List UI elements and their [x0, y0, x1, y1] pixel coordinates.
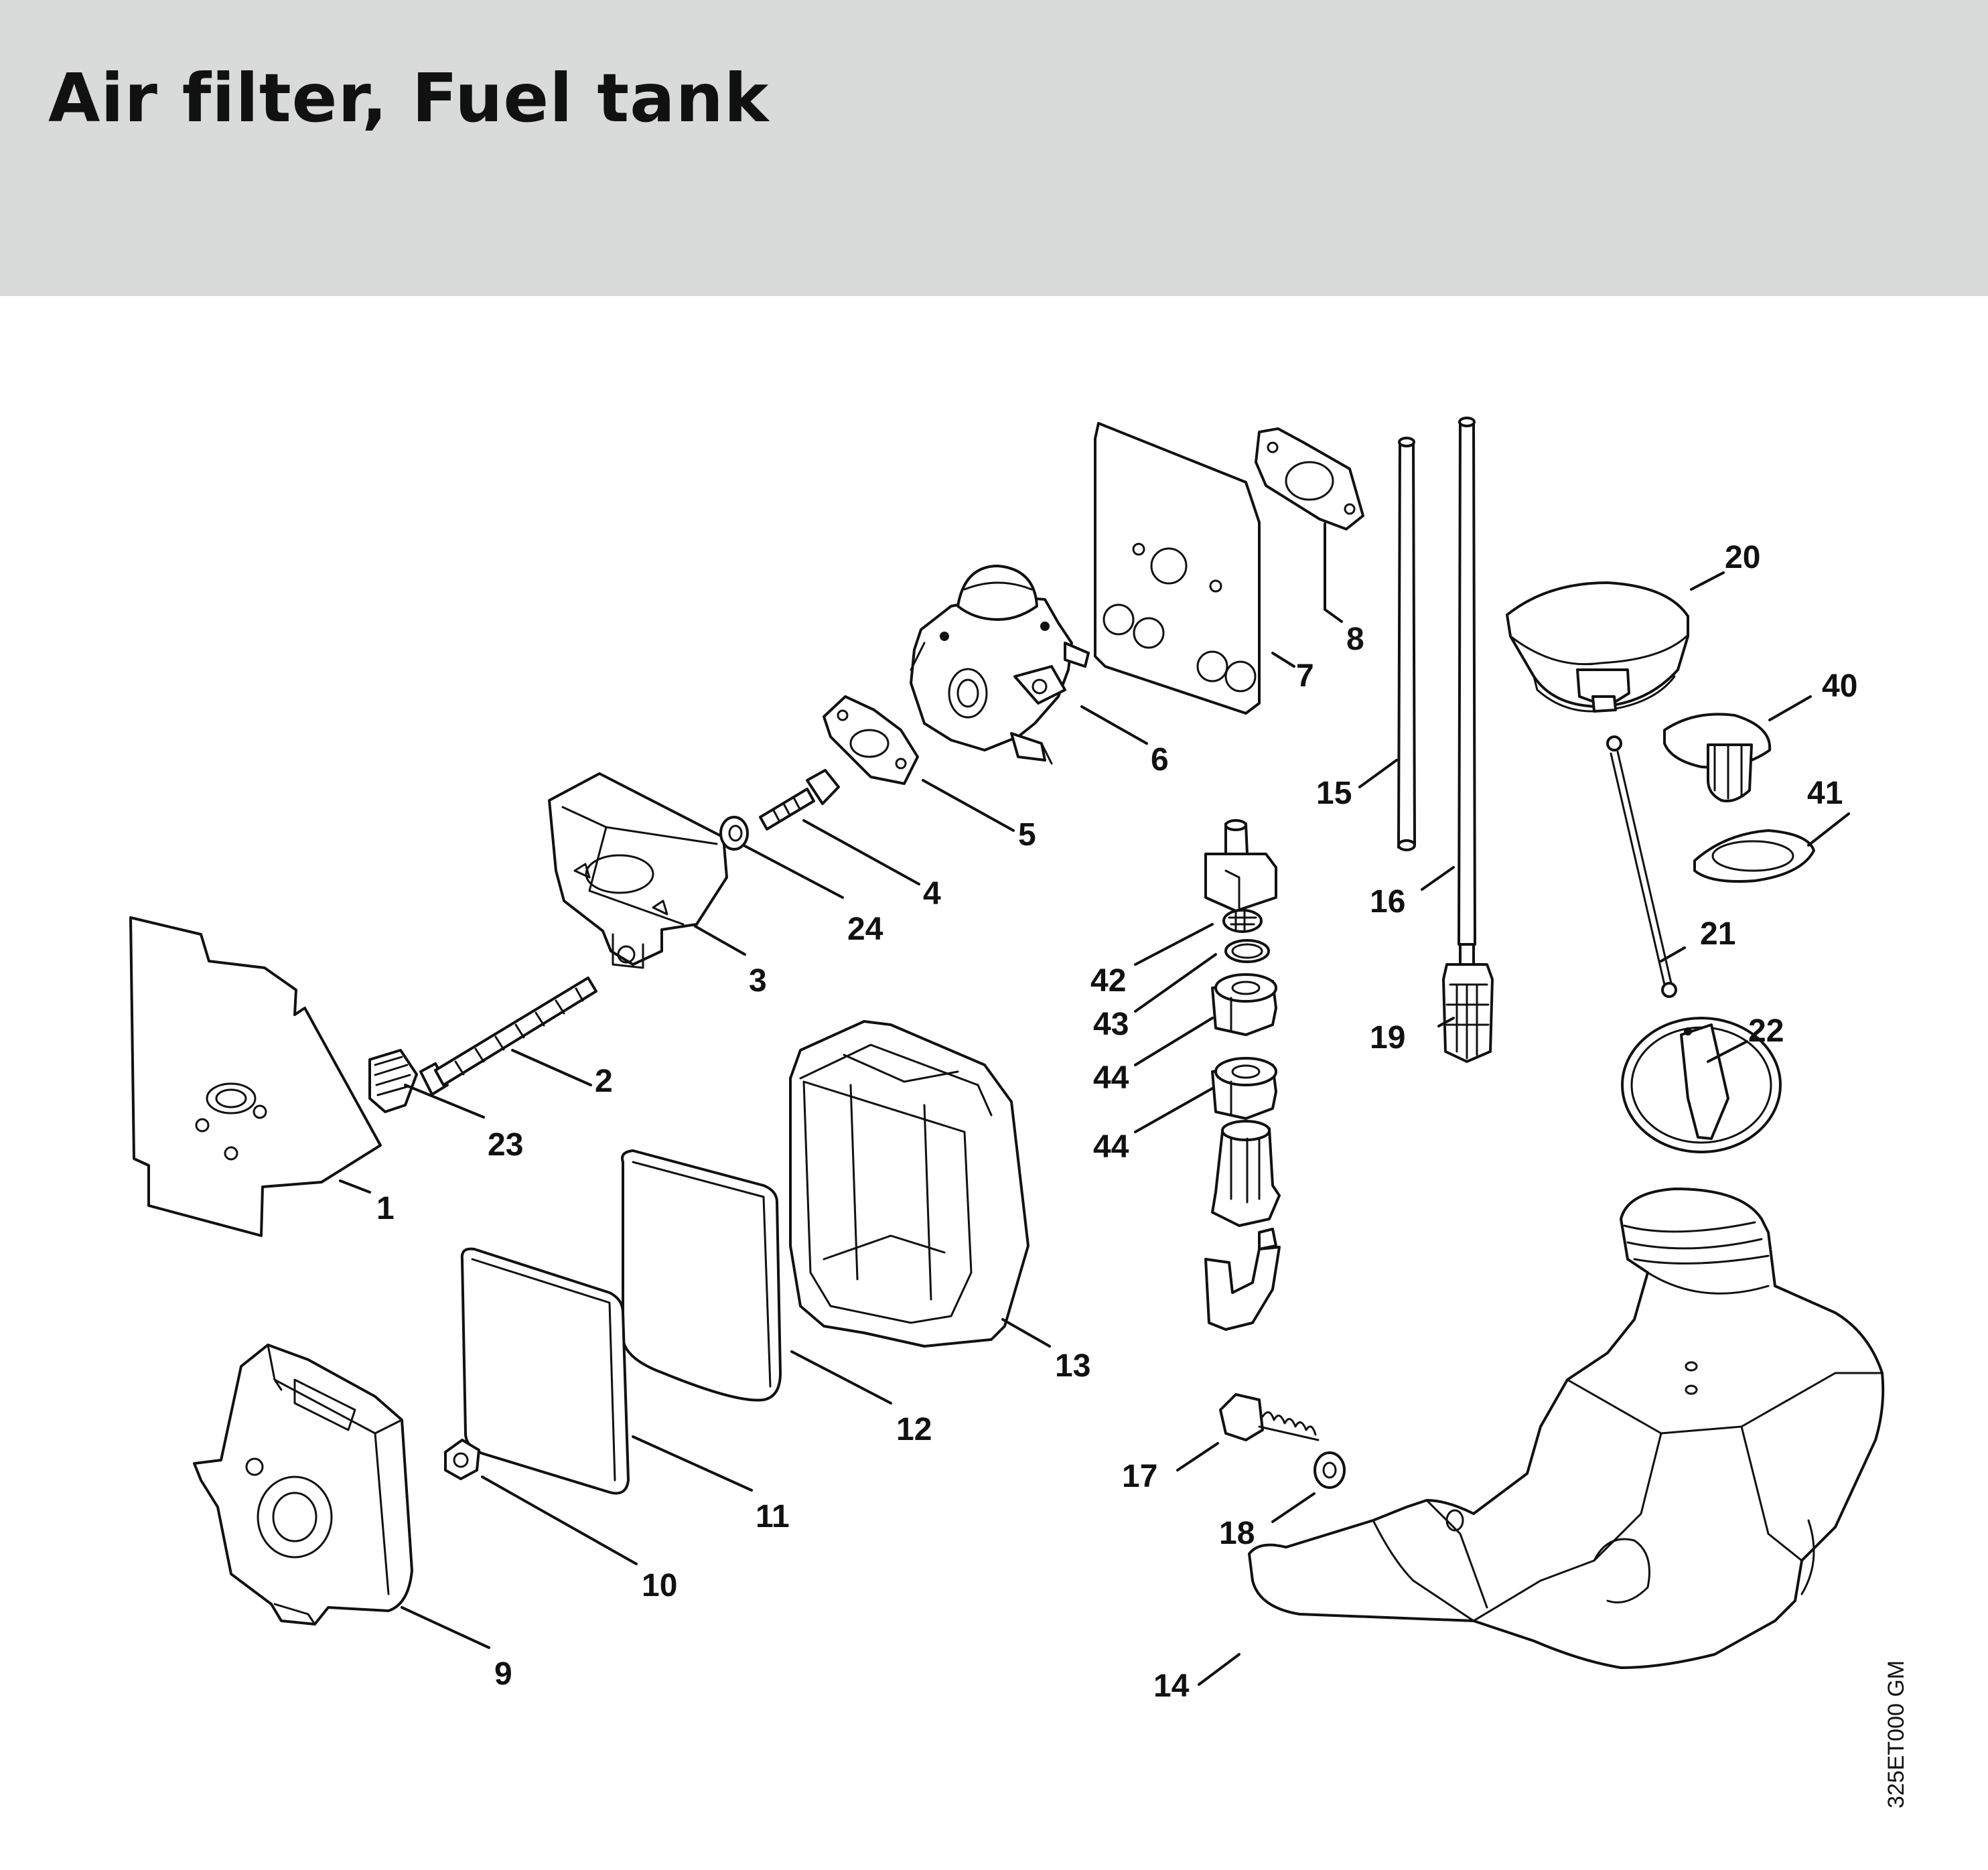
part-4-screw	[759, 769, 840, 831]
callout-13: 13	[1055, 1348, 1090, 1384]
callout-1: 1	[376, 1191, 395, 1226]
part-19-fuel-filter	[1442, 963, 1494, 1063]
part-14-fuel-tank	[1248, 1188, 1885, 1669]
callout-2: 2	[595, 1064, 613, 1099]
part-6-carburetor	[910, 565, 1090, 765]
callout-3: 3	[749, 963, 767, 999]
part-17-screw	[1219, 1393, 1320, 1441]
callout-22: 22	[1748, 1013, 1784, 1049]
drawing-code: 325ET000 GM	[1884, 1660, 1909, 1808]
part-1-gasket-plate	[129, 916, 382, 1237]
part-7-gasket-sheet	[1094, 422, 1261, 715]
callout-16: 16	[1370, 884, 1405, 920]
callout-numbers: 1 2 3 4 5 6 7 8 9 10 11 12 13 14 15 16 1…	[376, 540, 1857, 1704]
part-44-bushing-upper	[1211, 973, 1277, 1036]
part-2-long-bolt	[419, 977, 597, 1096]
callout-19: 19	[1370, 1020, 1405, 1056]
callout-44b: 44	[1093, 1129, 1129, 1165]
callout-7: 7	[1296, 658, 1314, 694]
page-title: Air filter, Fuel tank	[48, 59, 770, 137]
callout-14: 14	[1153, 1668, 1190, 1704]
callout-42: 42	[1090, 963, 1126, 999]
callout-24: 24	[847, 912, 883, 947]
callout-18: 18	[1219, 1516, 1255, 1551]
part-16-fuel-hose	[1458, 417, 1476, 966]
part-9-filter-cover	[193, 1344, 413, 1626]
callout-43: 43	[1093, 1007, 1129, 1042]
part-13-filter-housing	[789, 1020, 1030, 1348]
part-10-nut	[444, 1439, 480, 1480]
title-banner: Air filter, Fuel tank	[0, 0, 1988, 296]
part-20-tank-cap	[1506, 581, 1689, 713]
leader-lines	[339, 522, 1850, 1686]
callout-6: 6	[1151, 742, 1169, 778]
callout-23: 23	[488, 1127, 523, 1163]
part-24-washer	[719, 816, 749, 851]
callout-15: 15	[1316, 776, 1352, 811]
part-42-screen	[1222, 909, 1263, 933]
callout-10: 10	[642, 1568, 677, 1603]
part-22-disc	[1621, 1017, 1782, 1153]
callout-17: 17	[1122, 1459, 1157, 1494]
part-clip	[1204, 1228, 1281, 1331]
part-valve-body	[1211, 1120, 1281, 1227]
callout-11: 11	[756, 1499, 790, 1534]
callout-41: 41	[1807, 776, 1843, 811]
part-18-washer	[1314, 1451, 1346, 1489]
part-23-nut	[368, 1049, 418, 1113]
part-8-gasket	[1255, 427, 1364, 530]
part-43-ring	[1224, 939, 1270, 963]
part-stack-valve	[1204, 819, 1277, 912]
part-15-fuel-hose	[1397, 437, 1416, 851]
part-40-vent	[1663, 713, 1772, 802]
callout-21: 21	[1700, 916, 1735, 952]
part-41-ring	[1693, 829, 1815, 883]
callout-5: 5	[1018, 817, 1036, 853]
callout-40: 40	[1822, 668, 1857, 704]
part-11-filter-pad	[460, 1247, 630, 1495]
callout-4: 4	[923, 876, 941, 912]
callout-8: 8	[1346, 622, 1364, 657]
part-3-flange	[548, 772, 728, 969]
callout-9: 9	[494, 1656, 512, 1692]
part-12-filter	[621, 1149, 782, 1402]
callout-12: 12	[896, 1412, 932, 1447]
callout-20: 20	[1725, 540, 1760, 575]
part-21-rod	[1606, 735, 1677, 998]
part-5-gasket	[823, 695, 919, 785]
part-44-bushing-lower	[1211, 1057, 1277, 1120]
callout-44a: 44	[1093, 1060, 1129, 1096]
